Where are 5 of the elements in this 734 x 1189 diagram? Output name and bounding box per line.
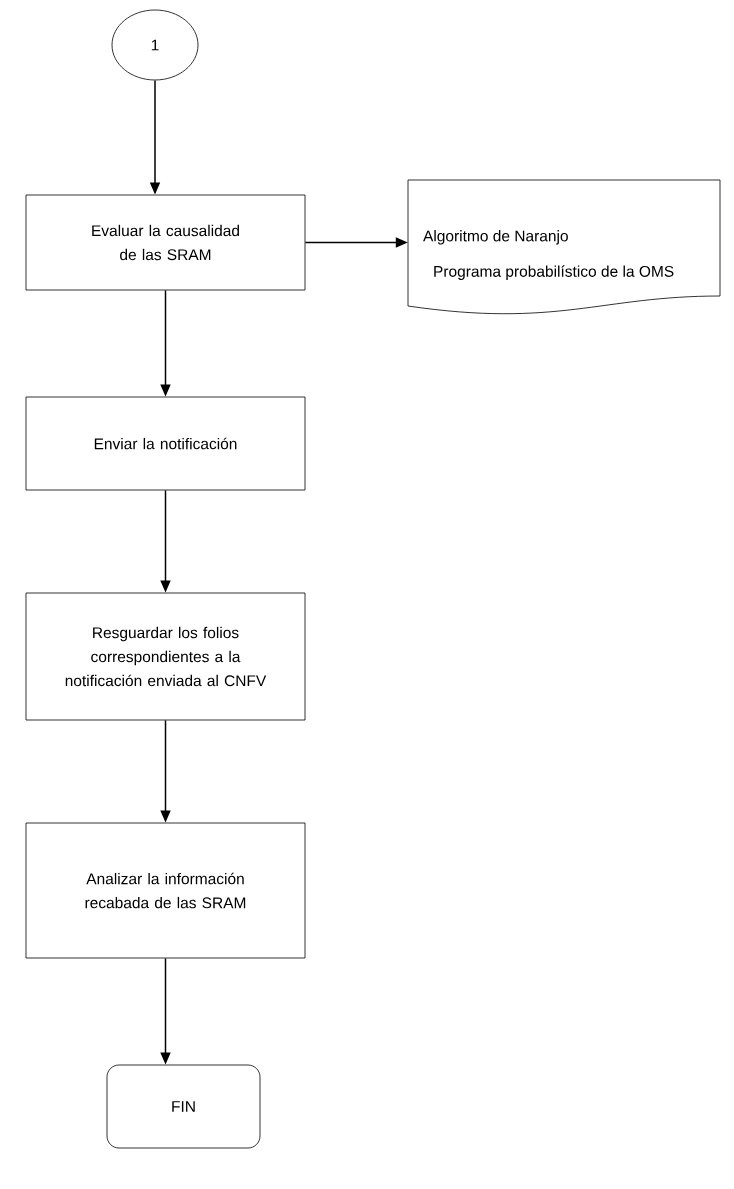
process-box: Analizar la información recabada de las SRAM [25, 822, 306, 959]
process-box: Enviar la notificación [25, 396, 306, 491]
process-box: Resguardar los folios correspondientes a la notificación enviada al CNFV [25, 592, 306, 721]
terminal-box: FIN [106, 1064, 261, 1149]
process-box: Evaluar la causalidad de las SRAM [25, 194, 306, 291]
